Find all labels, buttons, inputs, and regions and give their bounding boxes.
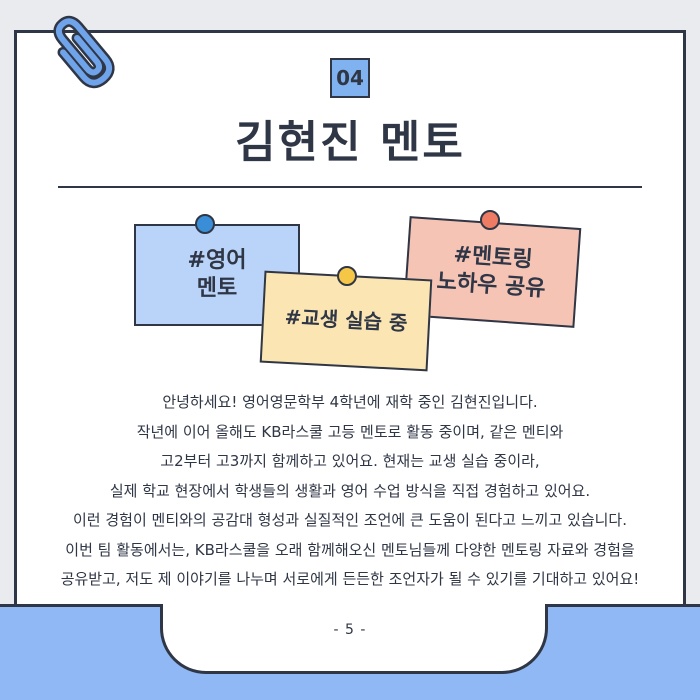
yellow-pin-icon [337, 266, 357, 286]
page-number-tab [160, 604, 548, 674]
page-number: - 5 - [333, 622, 367, 638]
paragraph-line: 이번 팀 활동에서는, KB라스쿨을 오래 함께해오신 멘토님들께 다양한 멘토… [65, 540, 635, 559]
tag-label: #영어 멘토 [187, 247, 247, 301]
intro-paragraph: 안녕하세요! 영어영문학부 4학년에 재학 중인 김현진입니다. 작년에 이어 … [30, 388, 670, 595]
paragraph-line: 공유받고, 저도 제 이야기를 나누며 서로에게 든든한 조언자가 될 수 있기… [60, 570, 640, 588]
section-number: 04 [336, 66, 364, 90]
tag-label: #교생 실습 중 [284, 305, 408, 336]
paragraph-line: 이런 경험이 멘티와의 공감대 형성과 실질적인 조언에 큰 도움이 된다고 느… [72, 511, 628, 529]
title-divider [58, 186, 642, 188]
red-pin-icon [480, 210, 500, 230]
paragraph-line: 실제 학교 현장에서 학생들의 생활과 영어 수업 방식을 직접 경험하고 있어… [109, 481, 591, 500]
paragraph-line: 안녕하세요! 영어영문학부 4학년에 재학 중인 김현진입니다. [162, 393, 538, 411]
page-title: 김현진 멘토 [235, 117, 465, 168]
tag-label: #멘토링 노하우 공유 [435, 242, 547, 302]
section-number-badge: 04 [330, 58, 370, 98]
blue-pin-icon [195, 214, 215, 234]
paragraph-line: 작년에 이어 올해도 KB라스쿨 고등 멘토로 활동 중이며, 같은 멘티와 [136, 422, 564, 441]
paragraph-line: 고2부터 고3까지 함께하고 있어요. 현재는 교생 실습 중이라, [160, 452, 540, 470]
paperclip-icon [53, 15, 115, 89]
